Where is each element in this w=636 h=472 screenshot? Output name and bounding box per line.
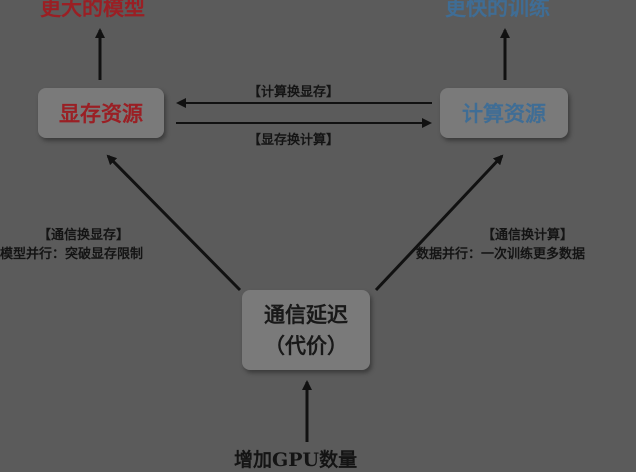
- node-communication-latency: 通信延迟 （代价）: [242, 290, 370, 370]
- edge-label-compute-to-memory: 【计算换显存】: [248, 85, 340, 100]
- edge-label-comm-to-memory-title: 【通信换显存】: [38, 228, 130, 243]
- node-comm-label: 通信延迟: [264, 302, 348, 327]
- edge-label-comm-to-memory-desc: 模型并行：突破显存限制: [0, 247, 144, 262]
- node-comm-sublabel: （代价）: [264, 333, 348, 358]
- goal-bigger-model: 更大的模型: [40, 0, 145, 20]
- arrow-comm-to-memory: [106, 154, 242, 292]
- node-compute-label: 计算资源: [462, 101, 546, 126]
- arrow-comm-to-compute: [374, 154, 504, 292]
- goal-faster-training: 更快的训练: [445, 0, 550, 20]
- increase-gpu-count-label: 增加GPU数量: [234, 449, 358, 471]
- edge-label-memory-to-compute: 【显存换计算】: [248, 133, 340, 148]
- edge-label-comm-to-compute-desc: 数据并行：一次训练更多数据: [416, 247, 586, 262]
- node-memory-resource: 显存资源: [38, 88, 164, 138]
- edge-label-comm-to-compute-title: 【通信换计算】: [482, 228, 574, 243]
- node-memory-label: 显存资源: [59, 101, 143, 126]
- node-compute-resource: 计算资源: [440, 88, 568, 138]
